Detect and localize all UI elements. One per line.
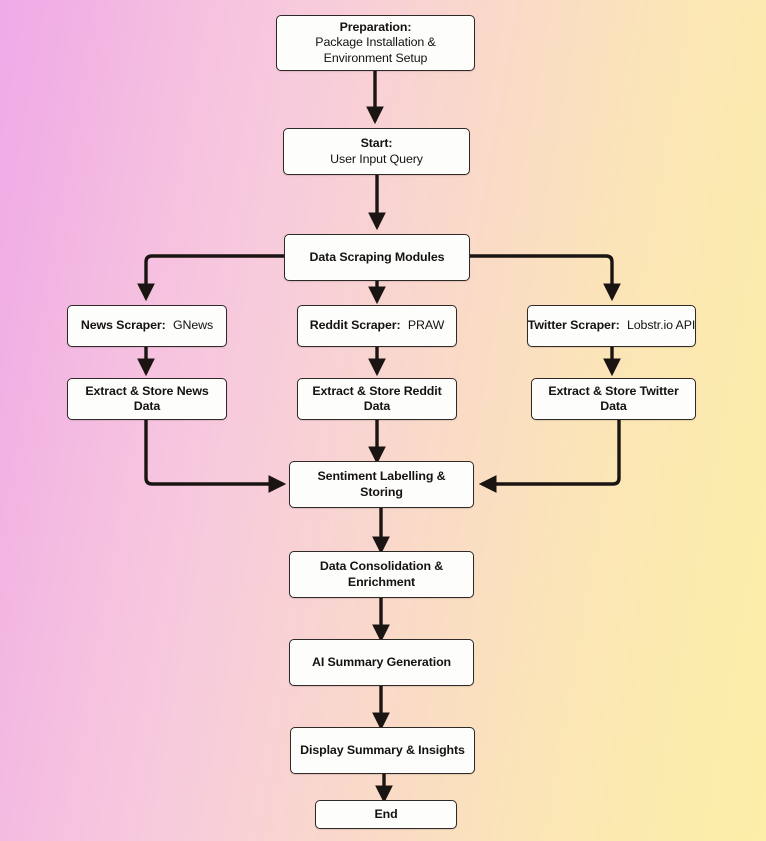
node-data-consolidation-line2: Enrichment bbox=[347, 574, 416, 589]
node-data-consolidation[interactable]: Data Consolidation & Enrichment bbox=[289, 551, 474, 598]
node-end[interactable]: End bbox=[315, 800, 457, 829]
edge-extract-news-to-sentiment bbox=[144, 420, 287, 493]
node-twitter-scraper-value: Lobstr.io API bbox=[626, 318, 696, 333]
node-preparation-line3: Environment Setup bbox=[323, 50, 428, 65]
node-twitter-scraper[interactable]: Twitter Scraper: Lobstr.io API bbox=[527, 305, 696, 347]
node-extract-reddit-label: Extract & Store Reddit Data bbox=[312, 383, 442, 414]
node-news-scraper-value: GNews bbox=[173, 318, 214, 333]
node-reddit-scraper[interactable]: Reddit Scraper: PRAW bbox=[297, 305, 457, 347]
node-end-label: End bbox=[374, 806, 398, 821]
node-extract-news[interactable]: Extract & Store News Data bbox=[67, 378, 227, 420]
node-preparation-line2: Package Installation & bbox=[315, 35, 436, 50]
node-news-scraper-label: News Scraper: bbox=[80, 318, 166, 333]
node-preparation-line1: Preparation: bbox=[339, 19, 412, 34]
node-reddit-scraper-label: Reddit Scraper: bbox=[309, 318, 401, 333]
node-start-line1: Start: bbox=[360, 136, 393, 150]
edge-scraping-to-twitter bbox=[470, 254, 621, 302]
node-data-scraping-modules-label: Data Scraping Modules bbox=[309, 249, 445, 264]
node-start-line2: User Input Query bbox=[330, 151, 423, 166]
node-data-consolidation-line1: Data Consolidation & bbox=[319, 559, 444, 573]
node-twitter-scraper-label: Twitter Scraper: bbox=[527, 318, 620, 333]
edge-scraping-to-news bbox=[137, 254, 284, 302]
node-sentiment-labelling-label: Sentiment Labelling & Storing bbox=[317, 469, 446, 499]
node-preparation[interactable]: Preparation: Package Installation & Envi… bbox=[276, 15, 475, 71]
node-data-scraping-modules[interactable]: Data Scraping Modules bbox=[284, 234, 470, 281]
node-extract-twitter-label: Extract & Store Twitter Data bbox=[548, 383, 679, 414]
node-start[interactable]: Start: User Input Query bbox=[283, 128, 470, 175]
node-display-summary[interactable]: Display Summary & Insights bbox=[290, 727, 475, 774]
node-ai-summary[interactable]: AI Summary Generation bbox=[289, 639, 474, 686]
node-extract-twitter[interactable]: Extract & Store Twitter Data bbox=[531, 378, 696, 420]
node-reddit-scraper-value: PRAW bbox=[407, 318, 445, 333]
node-news-scraper[interactable]: News Scraper: GNews bbox=[67, 305, 227, 347]
node-ai-summary-label: AI Summary Generation bbox=[311, 654, 452, 669]
node-extract-reddit[interactable]: Extract & Store Reddit Data bbox=[297, 378, 457, 420]
edge-extract-twitter-to-sentiment bbox=[478, 420, 621, 493]
node-sentiment-labelling[interactable]: Sentiment Labelling & Storing bbox=[289, 461, 474, 508]
node-extract-news-label: Extract & Store News Data bbox=[85, 383, 209, 414]
node-display-summary-label: Display Summary & Insights bbox=[300, 742, 465, 757]
